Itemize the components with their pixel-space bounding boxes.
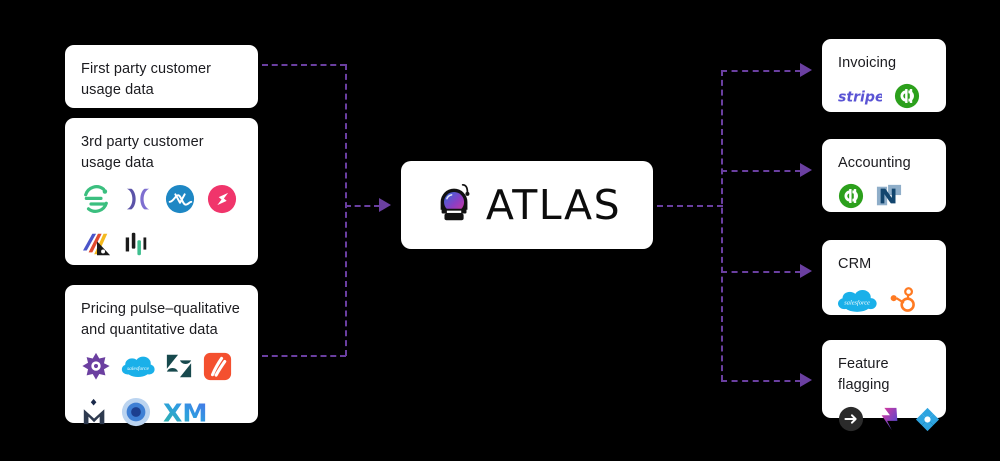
split-logo [914,406,941,438]
gong-logo [81,351,111,386]
connector-segment [721,271,801,273]
salesforce-logo: salesforce [121,353,155,384]
input-card-title: 3rd party customer usage data [81,134,204,171]
logo-row: salesforce [838,286,930,319]
mixpanel-logo [123,184,153,219]
maze-logo [81,397,109,432]
quickbooks-logo [894,83,920,114]
amplitude-logo [165,184,195,219]
svg-text:XM: XM [163,398,207,427]
heap-logo [207,184,237,219]
arrowhead-into-invoicing [800,62,812,77]
netsuite-logo [876,183,902,214]
connector-segment [345,205,380,207]
connector-spine [345,64,347,356]
hub-card-atlas[interactable]: ATLAS [401,161,653,249]
input-card-third-party[interactable]: 3rd party customer usage data [65,118,258,265]
connector-segment [721,170,801,172]
connector-segment [721,380,801,382]
connector-segment [657,205,723,207]
connector-spine [721,70,723,381]
zendesk-logo [165,351,193,386]
input-card-pricing-pulse[interactable]: Pricing pulse–qualitative and quantitati… [65,285,258,427]
input-card-title: Pricing pulse–qualitative and quantitati… [81,301,240,338]
svg-text:stripe: stripe [838,89,882,105]
logo-row-primary: salesforce [81,351,242,386]
segment-logo [81,184,111,219]
connector-segment [262,355,346,357]
logo-row [838,183,930,214]
output-card-title: Invoicing [838,55,897,71]
qualtrics-xm-logo: XM [163,397,219,432]
logo-row-secondary: XM [81,397,242,432]
svg-text:salesforce: salesforce [127,365,149,372]
output-card-accounting[interactable]: Accounting [822,139,946,212]
salesforce-logo: salesforce [838,287,878,318]
launchdarkly-logo [838,406,864,437]
intercom-logo [203,352,232,386]
looker-logo [81,230,113,263]
svg-text:salesforce: salesforce [844,299,870,306]
mode-logo [123,230,149,263]
logo-row-secondary [81,230,242,263]
stripe-logo: stripe [838,86,885,111]
logo-row: stripe [838,83,930,114]
output-card-crm[interactable]: CRM salesforce [822,240,946,315]
dovetail-logo [121,397,151,432]
logo-row [838,405,940,438]
arrowhead-into-feature-flagging [800,372,812,387]
quickbooks-logo [838,183,864,214]
hubspot-logo [890,286,916,319]
output-card-title: Feature flagging [838,356,890,393]
input-card-first-party[interactable]: First party customer usage data [65,45,258,108]
logo-row-primary [81,184,242,219]
input-card-title: First party customer usage data [81,61,212,98]
hub-wordmark: ATLAS [485,181,622,229]
arrowhead-into-accounting [800,162,812,177]
output-card-title: CRM [838,256,872,272]
output-card-title: Accounting [838,155,911,171]
output-card-invoicing[interactable]: Invoicing stripe [822,39,946,112]
connector-segment [721,70,801,72]
output-card-feature-flagging[interactable]: Feature flagging [822,340,946,432]
arrowhead-into-crm [800,263,812,278]
arrowhead-into-hub [379,197,391,212]
connector-segment [262,64,346,66]
astronaut-helmet-icon [433,181,477,230]
statsig-logo [876,405,902,438]
